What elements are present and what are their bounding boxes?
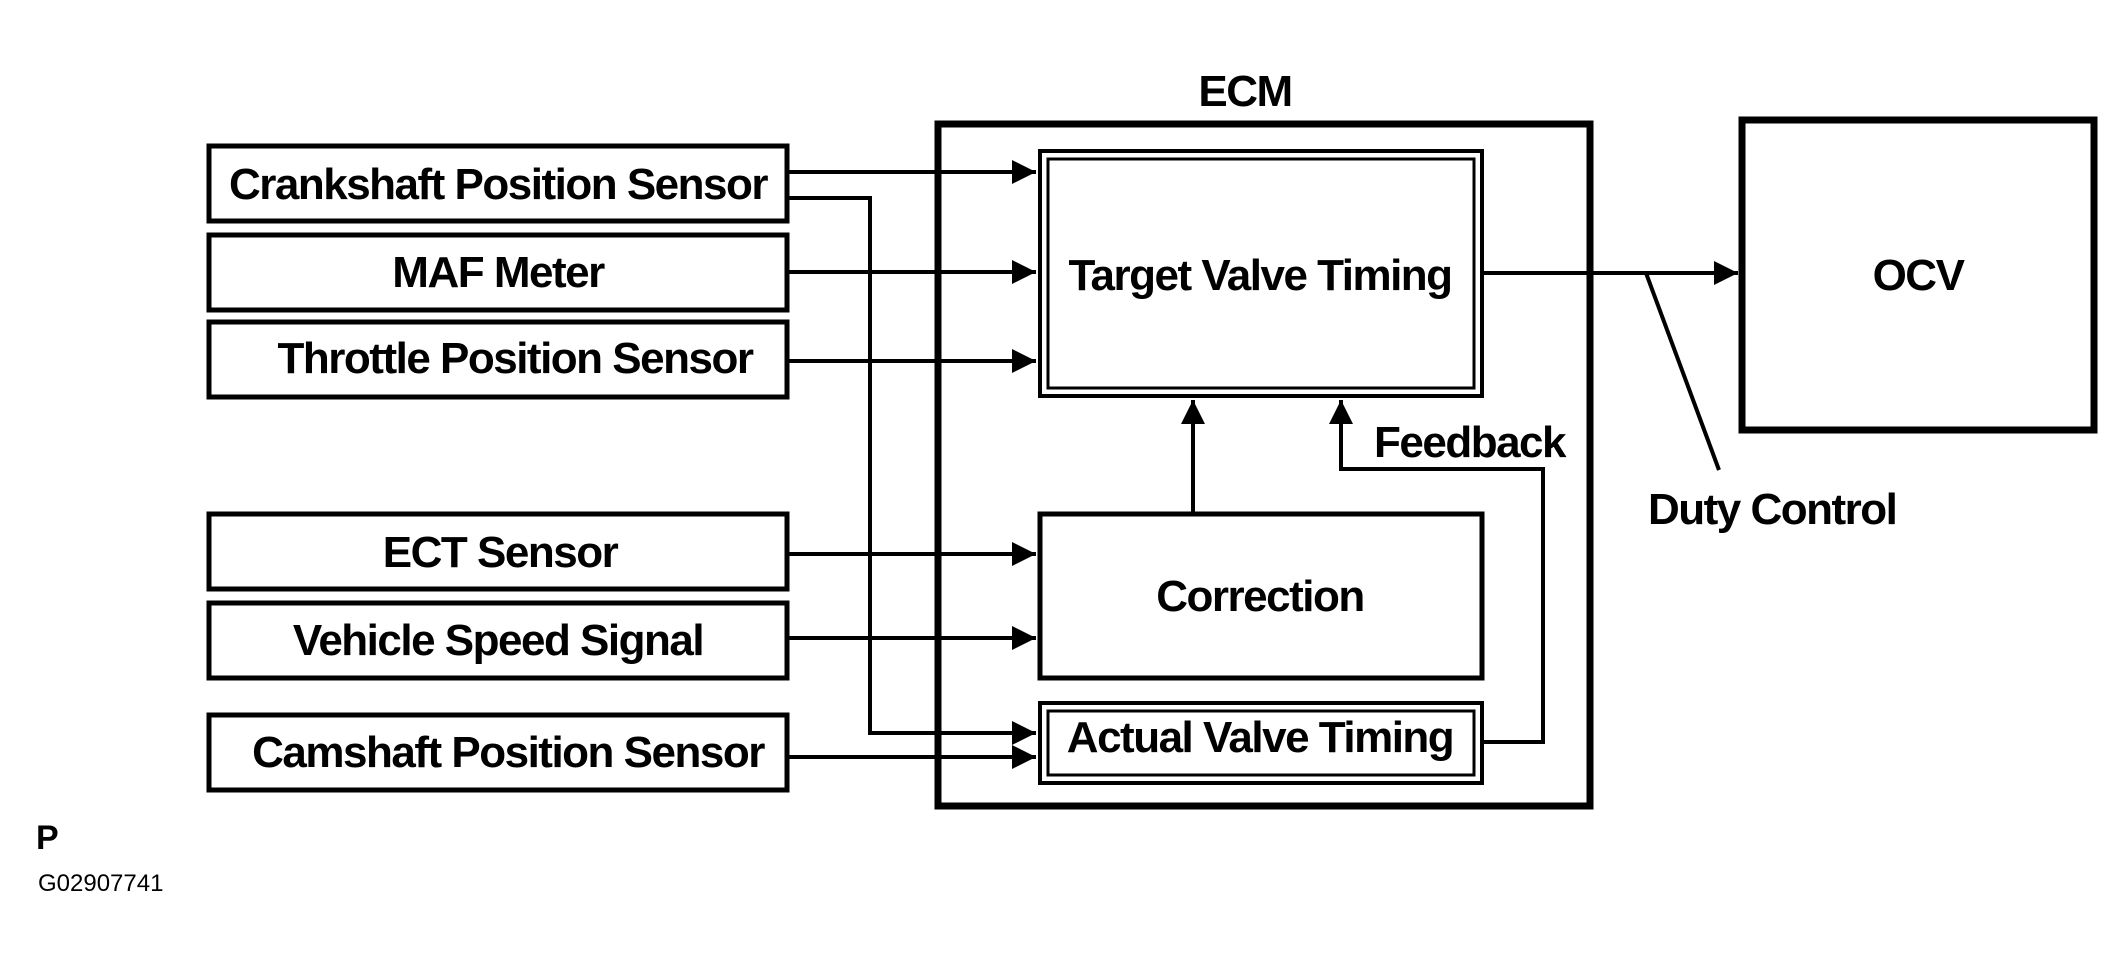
target-valve-timing-label: Target Valve Timing — [1068, 251, 1451, 300]
correction-block: Correction — [1037, 511, 1485, 681]
page-letter: P — [36, 819, 58, 857]
input-throttle-position-sensor: Throttle Position Sensor — [206, 319, 790, 400]
ecm-title: ECM — [1198, 67, 1291, 116]
figure-id: G02907741 — [38, 870, 163, 897]
actual-valve-timing-block: Actual Valve Timing — [1038, 701, 1484, 785]
input-camshaft-position-sensor: Camshaft Position Sensor — [206, 712, 790, 793]
feedback-label: Feedback — [1374, 418, 1567, 467]
arrow-crankshaft-to-actual — [787, 196, 1036, 745]
duty-control-leader — [1644, 272, 1721, 471]
input-ect-sensor: ECT Sensor — [206, 511, 790, 592]
input-maf-meter: MAF Meter — [206, 232, 790, 313]
signal-lines — [787, 160, 1738, 769]
input-vehicle-speed-signal: Vehicle Speed Signal — [206, 600, 790, 681]
ocv-block: OCV — [1738, 116, 2098, 434]
actual-valve-timing-label: Actual Valve Timing — [1067, 713, 1453, 762]
input-crankshaft-position-sensor: Crankshaft Position Sensor — [206, 143, 790, 224]
target-valve-timing-block: Target Valve Timing — [1038, 149, 1484, 398]
ocv-label: OCV — [1873, 251, 1966, 300]
maf-meter-label: MAF Meter — [392, 248, 605, 297]
correction-label: Correction — [1156, 572, 1363, 621]
crankshaft-sensor-label: Crankshaft Position Sensor — [229, 160, 768, 209]
duty-control-label: Duty Control — [1648, 485, 1896, 534]
ect-sensor-label: ECT Sensor — [383, 528, 619, 577]
vehicle-speed-label: Vehicle Speed Signal — [293, 616, 703, 665]
throttle-sensor-label: Throttle Position Sensor — [278, 334, 754, 383]
camshaft-sensor-label: Camshaft Position Sensor — [252, 728, 765, 777]
arrow-feedback — [1329, 400, 1545, 744]
ecm-box — [934, 120, 1594, 810]
